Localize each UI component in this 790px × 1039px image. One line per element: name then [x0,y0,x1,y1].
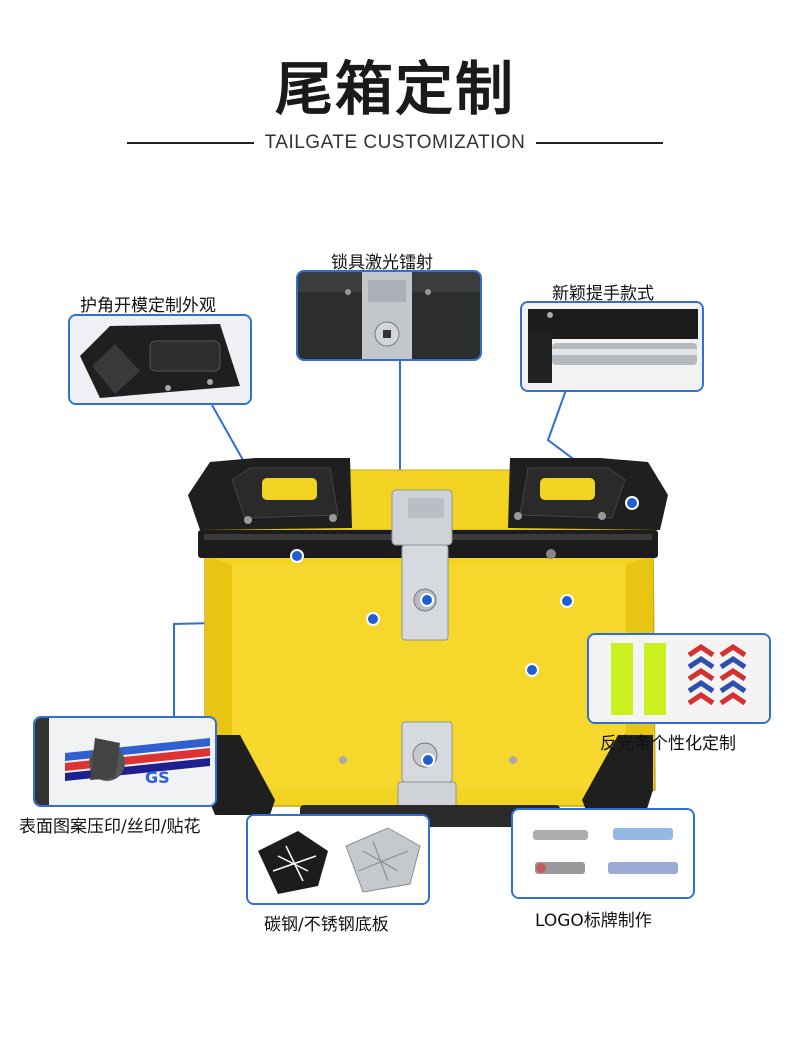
photo-corner-guard [68,314,252,405]
label-lock: 锁具激光镭射 [331,253,433,273]
photo-reflector [587,633,771,724]
page-title: 尾箱定制 [274,55,515,123]
photo-logo-plate [511,808,695,899]
title-rule-right [536,142,663,144]
label-surface-pattern: 表面图案压印/丝印/贴花 [19,817,201,837]
label-handle: 新颖提手款式 [552,284,654,304]
photo-handle [520,301,704,392]
label-logo-plate: LOGO标牌制作 [535,911,652,931]
title-rule-left [127,142,254,144]
photo-surface-pattern: GS [33,716,217,807]
svg-text:GS: GS [145,768,170,787]
photo-baseplate [246,814,430,905]
label-corner-guard: 护角开模定制外观 [80,296,216,316]
photo-lock [296,270,482,361]
page-subtitle: TAILGATE CUSTOMIZATION [264,132,526,153]
label-baseplate: 碳钢/不锈钢底板 [264,915,389,935]
label-reflector: 反光条个性化定制 [600,734,736,754]
